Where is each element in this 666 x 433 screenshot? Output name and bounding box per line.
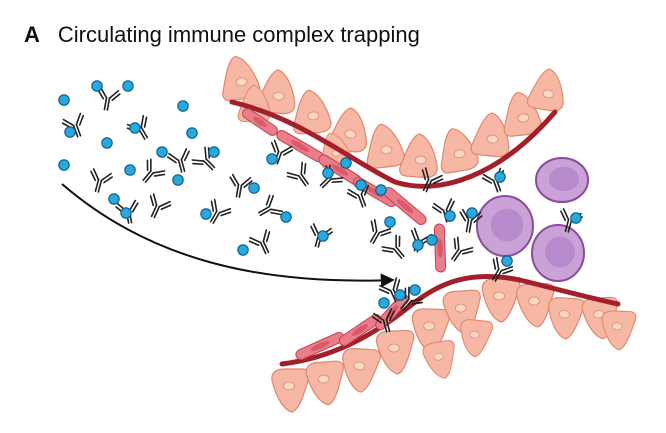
antigen-dot <box>91 80 103 92</box>
vessel-walls <box>229 99 621 367</box>
endothelial-cell <box>338 313 382 347</box>
antibody-icon <box>432 198 455 223</box>
antibody-icon <box>491 256 514 282</box>
antigen-dot <box>494 171 506 183</box>
antibody-icon <box>191 146 216 171</box>
antigen-dot <box>426 234 438 246</box>
antibody-icon <box>381 234 405 259</box>
antibody-icon <box>248 229 271 255</box>
antibody-icon <box>97 86 121 111</box>
tissue-cell <box>366 123 405 169</box>
antibody-icon <box>258 194 284 217</box>
tissue-cell <box>440 128 479 174</box>
flow-arrow-path <box>61 183 395 288</box>
antigen-dot <box>340 157 352 169</box>
antibody-icon <box>451 236 474 262</box>
flow-arrow <box>61 183 395 288</box>
antibody-icon <box>142 158 166 183</box>
antigen-dot <box>156 146 168 158</box>
antigen-dot <box>58 94 70 106</box>
antigen-dot <box>570 212 582 224</box>
antigen-dot <box>394 289 406 301</box>
tissue-cell <box>548 297 585 340</box>
antigen-dot <box>444 210 456 222</box>
antigen-dot <box>120 207 132 219</box>
antigen-dot <box>266 153 278 165</box>
endothelial-cell <box>433 223 447 273</box>
antigen-dot <box>186 127 198 139</box>
immune-cells <box>476 157 589 282</box>
antigen-dot <box>108 193 120 205</box>
vessel-wall-lower <box>279 273 621 367</box>
antigens <box>58 80 582 309</box>
panel-letter: A <box>24 22 40 47</box>
antibody-icon <box>400 286 424 311</box>
antibody-icon <box>149 193 172 219</box>
antigen-dot <box>101 137 113 149</box>
antigen-dot <box>375 184 387 196</box>
immune-cell <box>476 195 534 257</box>
antigen-dot <box>378 297 390 309</box>
tissue-cell <box>601 310 637 351</box>
antigen-dot <box>200 208 212 220</box>
antibody-icon <box>209 198 232 224</box>
tissue-cell <box>481 278 521 323</box>
antigen-dot <box>64 126 76 138</box>
antigen-dot <box>317 230 329 242</box>
tissue-cell <box>411 308 451 353</box>
tissue-cells-lower <box>271 278 637 413</box>
tissue-cell <box>460 319 494 358</box>
immune-cell <box>531 224 585 282</box>
vessel-wall-upper <box>229 99 558 189</box>
antibody-icon <box>369 218 392 244</box>
antibody-icon <box>229 173 253 198</box>
antigen-dot <box>412 239 424 251</box>
antigen-dot <box>122 80 134 92</box>
antigen-dot <box>322 167 334 179</box>
antigen-dot <box>237 244 249 256</box>
antibodies <box>61 86 583 333</box>
tissue-cell <box>375 329 415 375</box>
antigen-dot <box>501 255 513 267</box>
antigen-dot <box>355 179 367 191</box>
panel-title: A Circulating immune complex trapping <box>24 22 420 48</box>
tissue-cell <box>503 91 542 137</box>
tissue-cell <box>271 368 310 413</box>
antigen-dot <box>409 284 421 296</box>
antigen-dot <box>208 146 220 158</box>
antibody-icon <box>167 148 190 173</box>
antigen-dot <box>58 159 70 171</box>
endothelial-cells <box>242 108 447 361</box>
antibody-icon <box>421 167 444 193</box>
antibody-icon <box>372 308 395 333</box>
antigen-dot <box>248 182 260 194</box>
tissue-cell <box>399 133 438 178</box>
tissue-cell <box>470 112 510 158</box>
antigen-dot <box>384 216 396 228</box>
antibody-icon <box>61 112 85 138</box>
antigen-dot <box>124 164 136 176</box>
endothelial-cell <box>242 108 278 136</box>
tissue-cell <box>422 339 455 379</box>
antibody-icon <box>90 168 113 193</box>
antibody-icon <box>286 161 309 187</box>
immune-cell <box>535 157 589 203</box>
panel-title-text: Circulating immune complex trapping <box>57 22 420 47</box>
tissue-cell <box>305 360 344 406</box>
antigen-dot <box>280 211 292 223</box>
antigen-dot <box>466 207 478 219</box>
tissue-cell <box>342 348 381 393</box>
antigen-dot <box>177 100 189 112</box>
antigen-dot <box>172 174 184 186</box>
tissue-cell <box>526 68 564 112</box>
antigen-dot <box>129 122 141 134</box>
